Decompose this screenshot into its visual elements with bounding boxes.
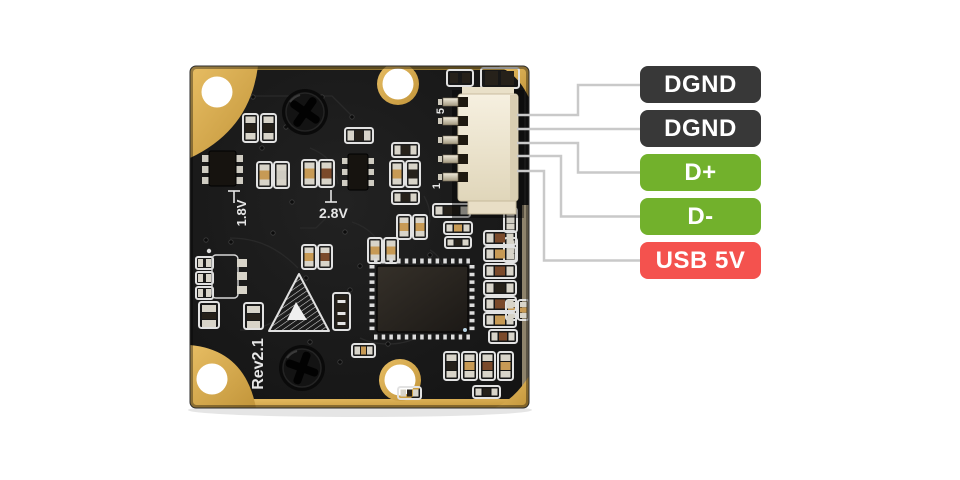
pin-label-dplus: D+ (640, 154, 761, 191)
vias (203, 94, 439, 365)
gold-edge-bottom (190, 399, 529, 408)
pin-label-text: DGND (664, 114, 737, 142)
brand-triangle-logo (268, 273, 330, 332)
pin-label-dgnd-1: DGND (640, 66, 761, 103)
connector-pins (438, 97, 468, 182)
mounting-hole-bottom-left (196, 363, 228, 395)
leader-line-pin3 (517, 141, 641, 174)
pin-label-usb5v: USB 5V (640, 242, 761, 279)
pin-label-dgnd-2: DGND (640, 110, 761, 147)
silkscreen-1v8: 1.8V (234, 199, 249, 226)
leader-line-pin1 (517, 169, 641, 262)
mounting-holes (196, 68, 416, 396)
mounting-hole-top-left (201, 76, 233, 108)
connector-pin5-mark: 5 (435, 108, 447, 114)
screw-top (282, 89, 328, 135)
leader-line-pin2 (517, 154, 641, 218)
main-chip (369, 258, 475, 340)
smd-components (195, 67, 529, 400)
pin-label-text: D+ (684, 158, 717, 186)
usb-cable-connector (438, 87, 524, 218)
silkscreen-revision: Rev2.1 (250, 338, 267, 390)
silkscreen-text: 1.8V 2.8V Rev2.1 5 1 (228, 108, 447, 390)
pin-leader-lines (517, 83, 641, 262)
ic-footprint-outline (206, 248, 247, 299)
mounting-hole-top-right (382, 68, 414, 100)
pin-label-text: D- (687, 202, 714, 230)
leader-line-pin5 (517, 83, 641, 117)
pin-label-dminus: D- (640, 198, 761, 235)
pin-label-text: DGND (664, 70, 737, 98)
board-outline (189, 65, 530, 409)
connector-pin1-mark: 1 (431, 183, 443, 189)
gold-edge-top (190, 66, 529, 70)
pin-label-text: USB 5V (655, 246, 746, 274)
silkscreen-2v8: 2.8V (319, 205, 348, 221)
pcb-board: 1.8V 2.8V Rev2.1 5 1 (190, 66, 529, 408)
screw-bottom (279, 345, 325, 391)
